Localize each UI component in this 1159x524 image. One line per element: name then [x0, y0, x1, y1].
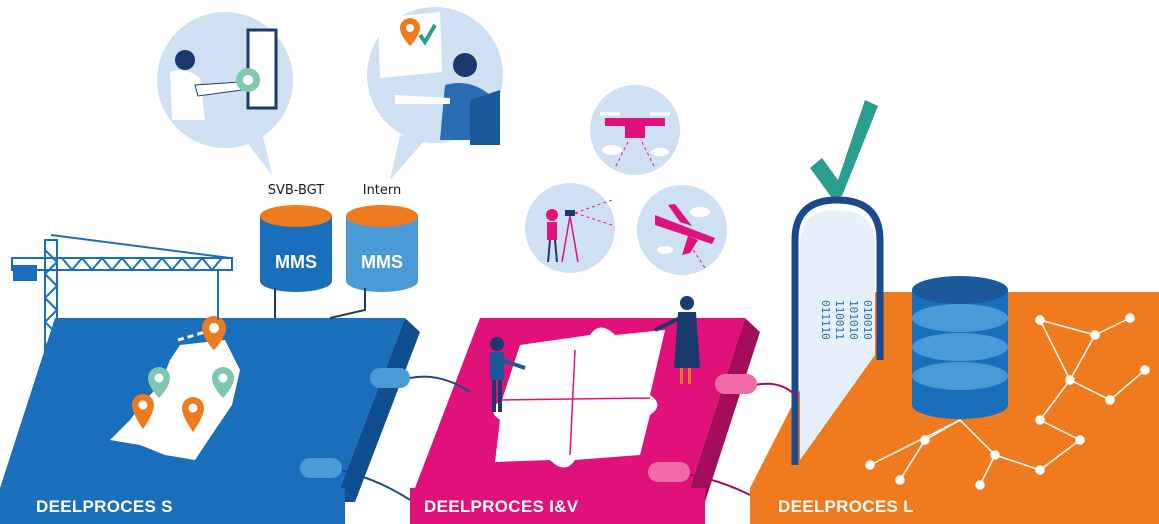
mms-database-intern: MMS Intern: [329, 183, 418, 319]
map-netherlands: [110, 340, 240, 460]
binary-line-3: 101010: [847, 300, 860, 340]
puzzle-icon: [492, 327, 665, 468]
person-left: [490, 337, 526, 412]
phase-label-s: DEELPROCES S: [36, 497, 173, 516]
surveyor-icon: [525, 183, 615, 273]
network-icon: [865, 313, 1150, 490]
checkmark-icon: [810, 100, 878, 198]
binary-line-4: 010010: [861, 300, 874, 340]
platform-s: [0, 316, 420, 524]
drone-icon: [590, 85, 680, 175]
cable-icon: [300, 368, 796, 501]
mms-label: MMS: [275, 252, 317, 272]
db-caption-intern: Intern: [363, 183, 402, 198]
speech-bubble-svb-bgt: [157, 12, 293, 175]
speech-bubble-intern: [367, 7, 503, 180]
database-icon: [912, 276, 1008, 419]
airplane-icon: [637, 185, 727, 275]
data-arch: 011110 110011 101010 010010: [791, 196, 884, 465]
phase-label-iv: DEELPROCES I&V: [424, 497, 579, 516]
mms-database-svb-bgt: MMS SVB-BGT: [260, 183, 332, 318]
db-caption-svb-bgt: SVB-BGT: [268, 183, 325, 198]
binary-line-2: 110011: [833, 300, 846, 340]
map-pin-icon: [132, 316, 234, 432]
crane-icon: [11, 234, 233, 466]
binary-line-1: 011110: [819, 300, 832, 340]
phase-label-l: DEELPROCES L: [778, 497, 914, 516]
mms-label: MMS: [361, 252, 403, 272]
person-right: [654, 296, 700, 384]
platform-iv: [410, 296, 760, 524]
